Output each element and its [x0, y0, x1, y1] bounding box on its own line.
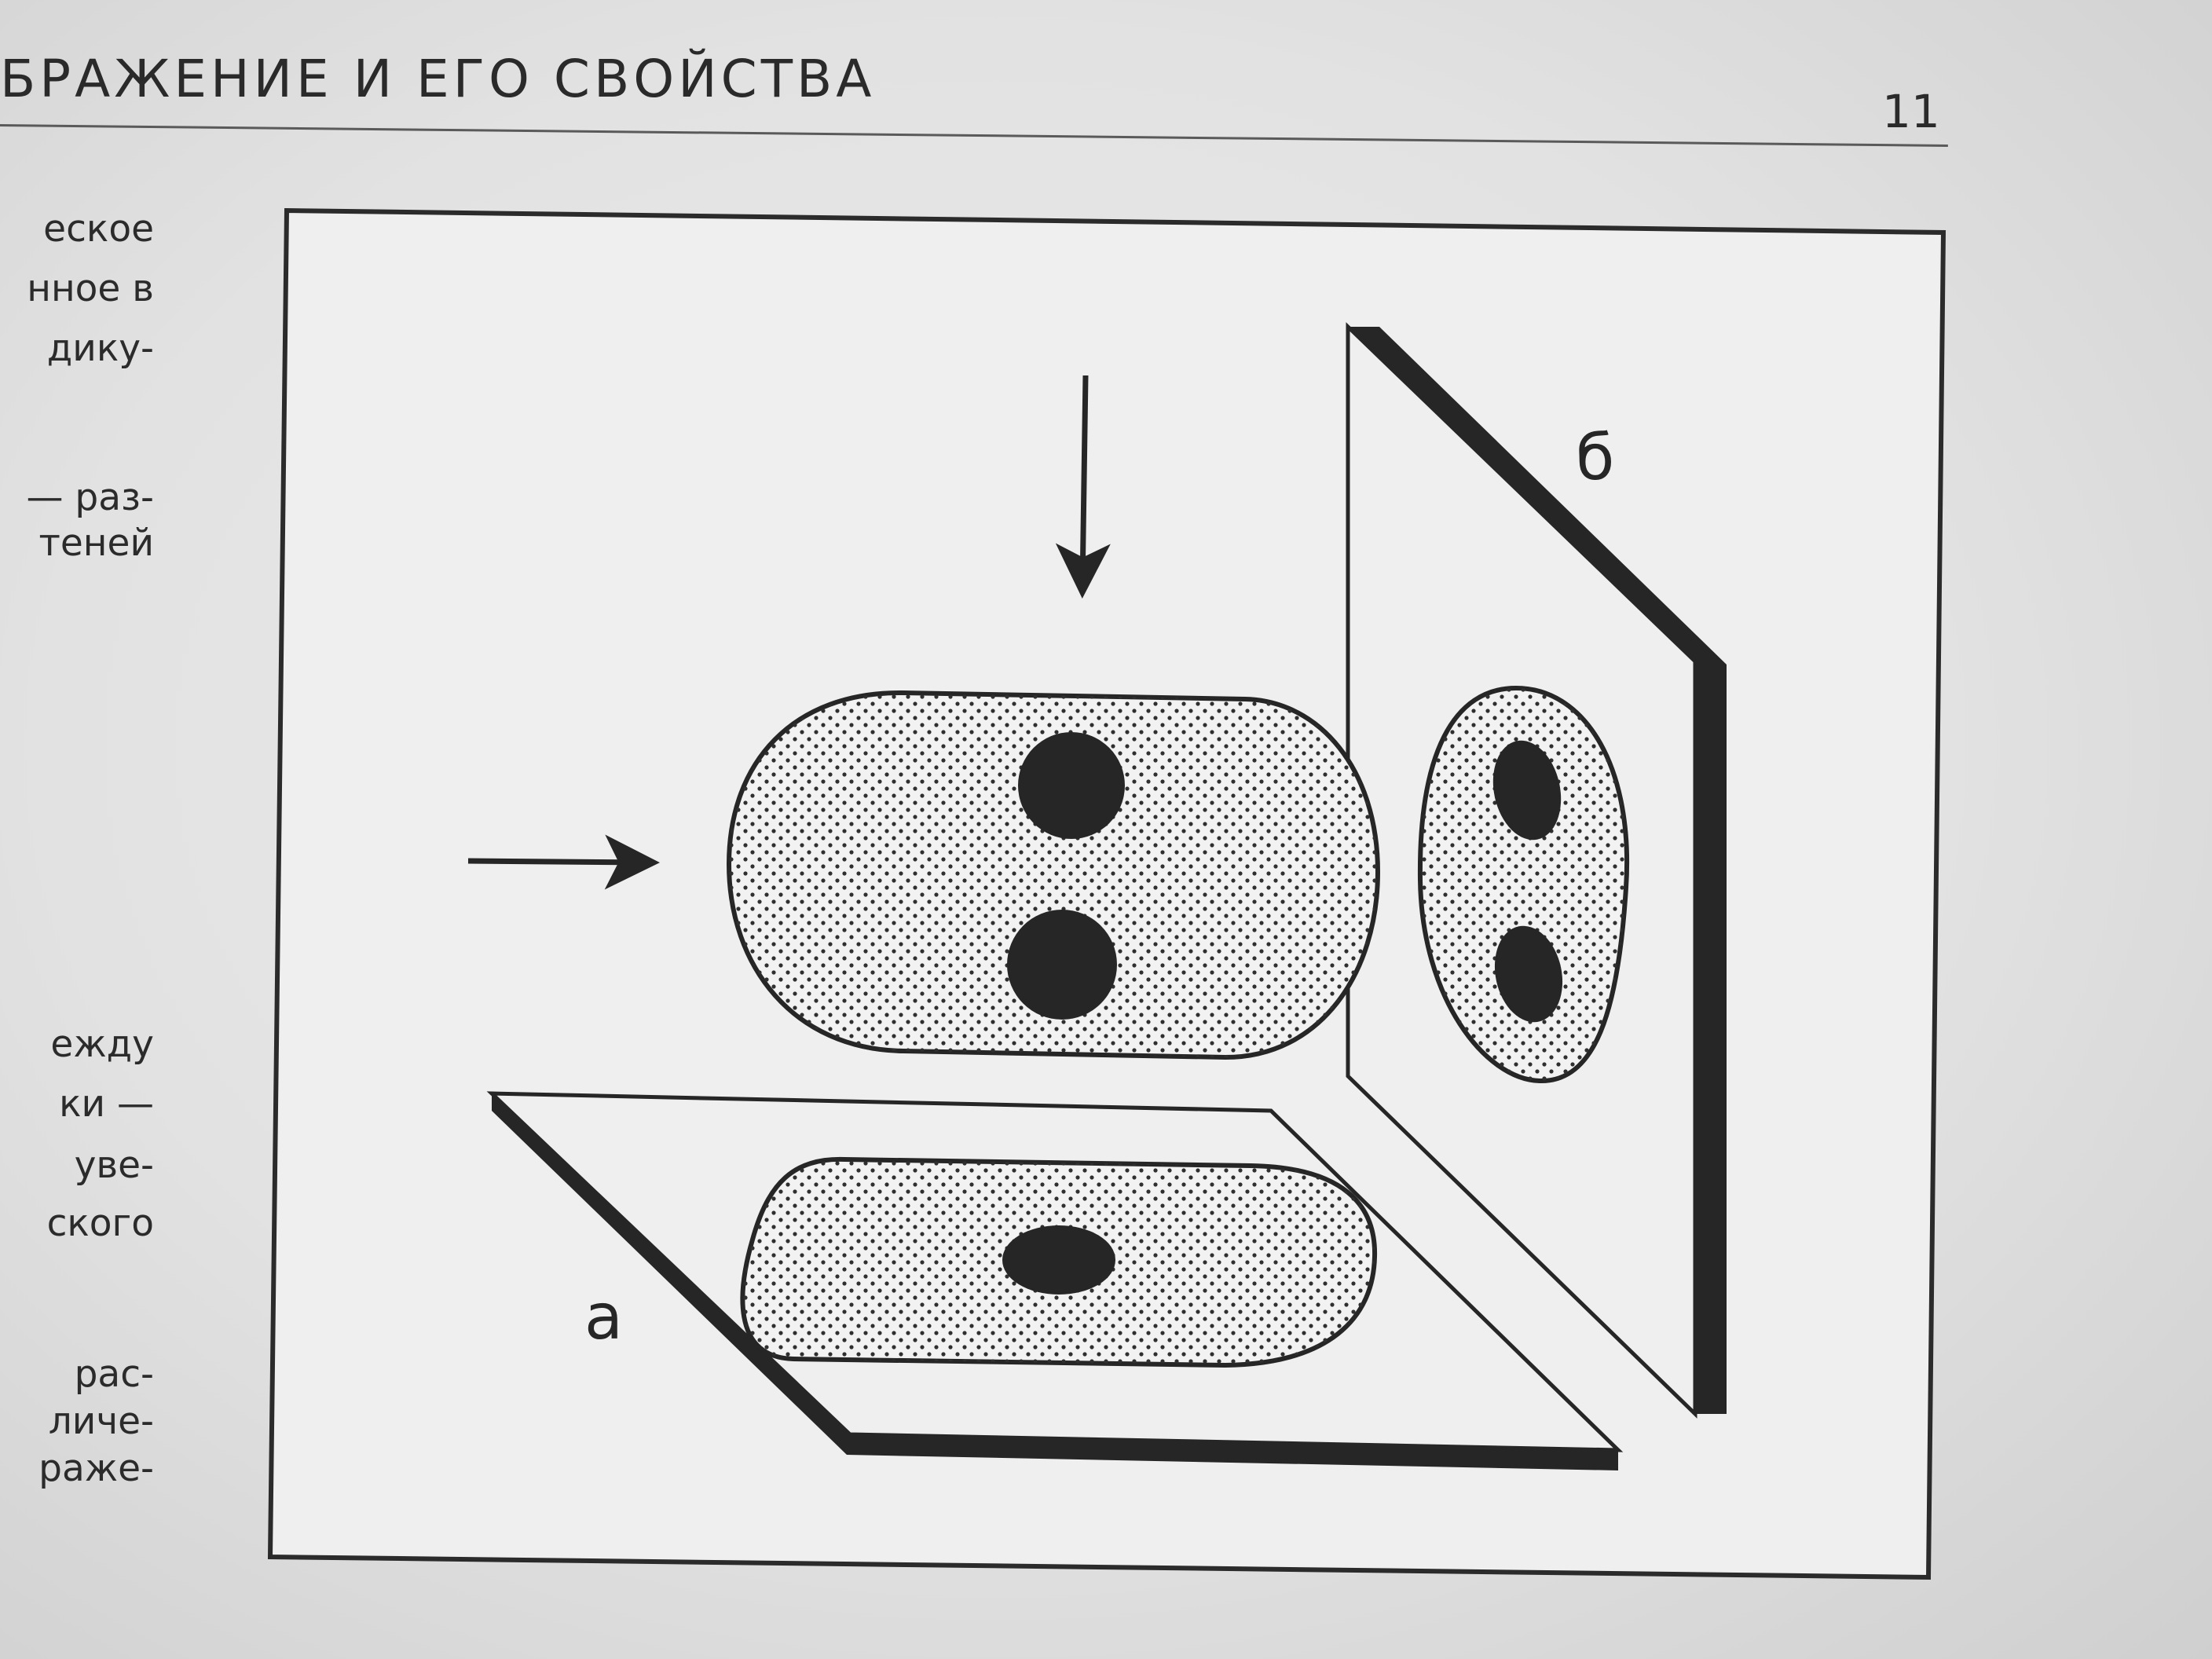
cell-object: [726, 690, 1381, 1060]
plane-a-label: а: [584, 1280, 623, 1353]
margin-text-line: теней: [38, 522, 155, 565]
margin-text-line: нное в: [27, 267, 154, 310]
nucleus-lower: [1007, 910, 1117, 1020]
nucleus-shadow: [1002, 1225, 1115, 1295]
plane-b-label: б: [1576, 421, 1614, 494]
nucleus-shadow-upper: [1492, 740, 1562, 840]
margin-text-line: — раз-: [26, 476, 154, 519]
arrow-down-icon: [1055, 375, 1111, 599]
nucleus-shadow-lower: [1494, 925, 1563, 1023]
page-number: 11: [1882, 85, 1940, 138]
margin-text-line: раже-: [38, 1447, 154, 1490]
margin-text-line: ского: [46, 1202, 154, 1245]
margin-text-line: рас-: [74, 1353, 154, 1396]
margin-text-line: уве-: [74, 1144, 154, 1187]
margin-text-line: ки —: [59, 1082, 154, 1126]
running-title: БРАЖЕНИЕ И ЕГО СВОЙСТВА: [0, 49, 876, 109]
arrow-right-icon: [467, 834, 660, 890]
margin-text-line: дику-: [46, 327, 154, 370]
margin-text-line: еское: [43, 207, 154, 251]
projection-on-plane-b: [1417, 685, 1630, 1084]
margin-text-line: личе-: [48, 1400, 154, 1443]
projection-on-plane-a: [740, 1156, 1378, 1368]
nucleus-upper: [1018, 732, 1125, 839]
margin-text-line: ежду: [50, 1023, 154, 1066]
